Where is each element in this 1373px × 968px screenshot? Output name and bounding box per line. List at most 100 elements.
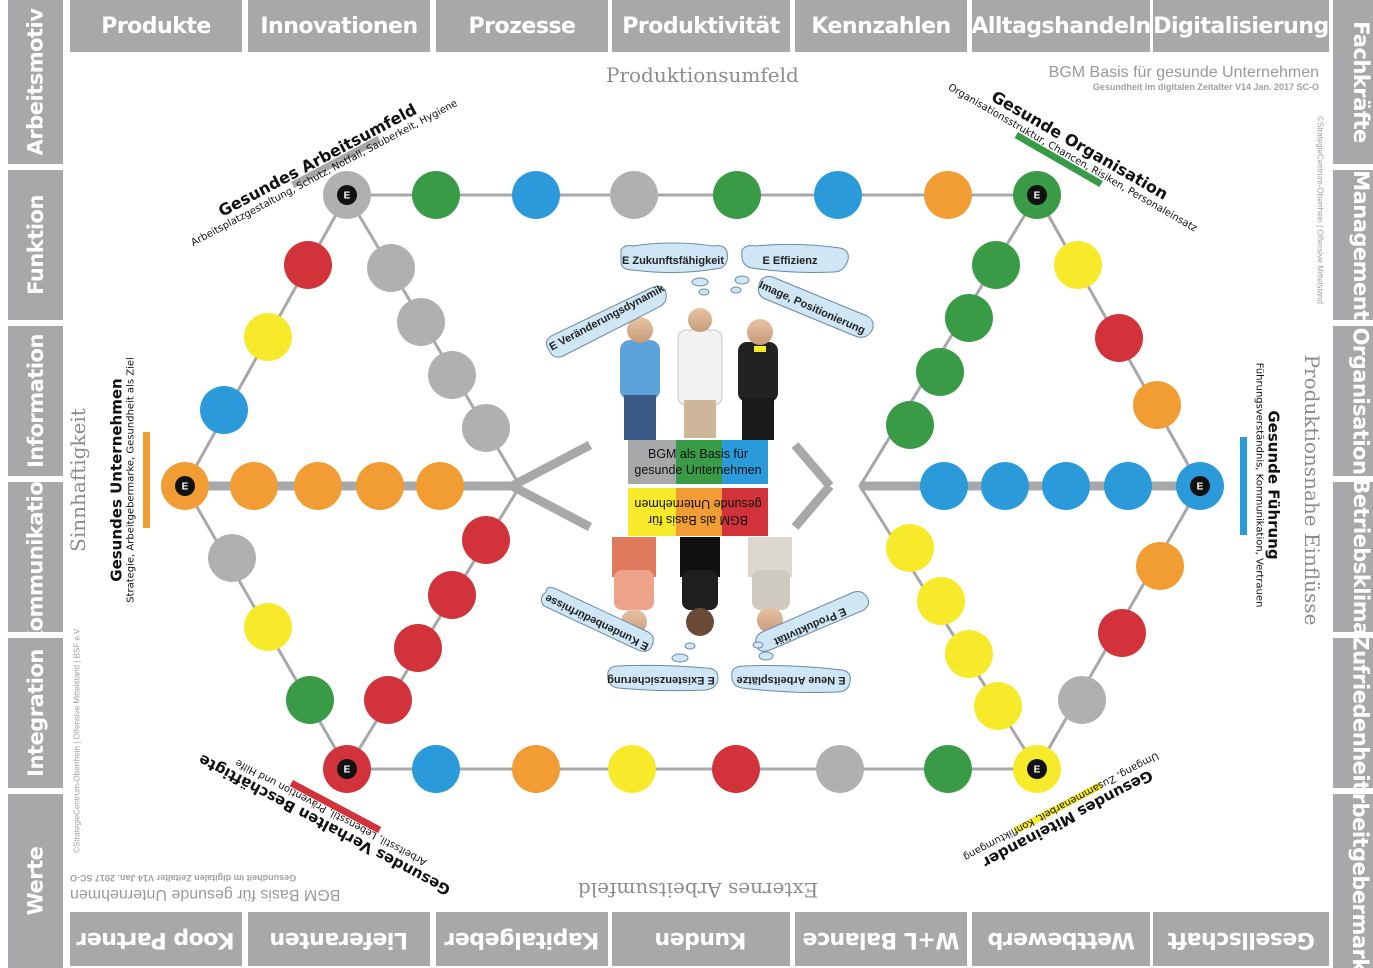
- people-top: [620, 308, 778, 440]
- board-node-orange: [294, 462, 342, 510]
- bubbles: [540, 242, 874, 693]
- left-tile-werte[interactable]: Werte: [8, 794, 63, 968]
- top-tile-prozesse[interactable]: Prozesse: [436, 0, 608, 52]
- board-node-green: [886, 401, 934, 449]
- e-node-label: E: [182, 482, 189, 493]
- title-main-mirrored: BGM Basis für gesunde Unternehmen: [70, 886, 341, 903]
- board-node-orange: [230, 462, 278, 510]
- heading-produktionsumfeld: Produktionsumfeld: [606, 63, 799, 87]
- board-node-yellow: [1054, 241, 1102, 289]
- bubble-effizienz: E Effizienz: [762, 255, 818, 267]
- board-node-green: [916, 348, 964, 396]
- title-sub-mirrored: Gesundheit im digitalen Zeitalter V14 Ja…: [70, 873, 297, 883]
- board-node-red: [1095, 314, 1143, 362]
- board-node-blue: [920, 462, 968, 510]
- title-main: BGM Basis für gesunde Unternehmen: [1048, 64, 1319, 81]
- board-node-yellow: [244, 313, 292, 361]
- board-node-gray: [428, 351, 476, 399]
- bottom-tile-kunden[interactable]: Kunden: [612, 912, 790, 966]
- board-node-green: [412, 171, 460, 219]
- e-node-core: [175, 476, 195, 496]
- bottom-tile-wl-balance[interactable]: W+L Balance: [795, 912, 967, 966]
- board-node-red: [712, 745, 760, 793]
- bottom-tile-kapitalgeber[interactable]: Kapitalgeber: [436, 912, 608, 966]
- top-tile-alltagshandeln[interactable]: Alltagshandeln: [972, 0, 1150, 52]
- center-box-line2-mirrored: gesunde Unternehmen: [634, 497, 762, 511]
- center-box-text: BGM als Basis für gesunde Unternehmen: [634, 446, 761, 478]
- board-node-yellow: [244, 603, 292, 651]
- bubble-tails: [671, 275, 774, 663]
- board-node-red: [1098, 609, 1146, 657]
- title-sub: Gesundheit im digitalen Zeitalter V14 Ja…: [1092, 82, 1319, 92]
- center-box: [628, 440, 768, 536]
- field-fuehrung-sub: Führungsverständnis, Kommunikation, Vert…: [1253, 362, 1265, 608]
- bubble-arbeitsplaetze: E Neue Arbeitsplätze: [736, 674, 846, 686]
- field-fuehrung: Gesunde Führung Führungsverständnis, Kom…: [1254, 363, 1283, 608]
- bottom-tile-wettbewerb[interactable]: Wettbewerb: [972, 912, 1150, 966]
- board-node-orange: [356, 462, 404, 510]
- board-node-yellow: [945, 630, 993, 678]
- board-node-red: [284, 241, 332, 289]
- bar-organisation: [1014, 132, 1103, 188]
- board-node-blue: [814, 171, 862, 219]
- heading-externes-arbeitsumfeld: Externes Arbeitsumfeld: [578, 878, 819, 902]
- bar-unternehmen: [143, 432, 150, 528]
- right-tile-management[interactable]: Management: [1333, 170, 1373, 320]
- top-tile-produkte[interactable]: Produkte: [70, 0, 242, 52]
- board-node-blue: [412, 745, 460, 793]
- board-node-orange: [924, 171, 972, 219]
- board-node-gray: [816, 745, 864, 793]
- board-node-gray: [397, 298, 445, 346]
- board-node-orange: [1136, 542, 1184, 590]
- bottom-tile-koop-partner[interactable]: Koop Partner: [70, 912, 242, 966]
- field-unternehmen: Gesundes Unternehmen Strategie, Arbeitge…: [108, 357, 137, 603]
- e-node-core: [1027, 759, 1047, 779]
- e-node-core: [1027, 185, 1047, 205]
- right-tile-zufriedenheit[interactable]: Zufriedenheit: [1333, 638, 1373, 788]
- e-node-label: E: [344, 765, 351, 776]
- bottom-tile-gesellschaft[interactable]: Gesellschaft: [1153, 912, 1329, 966]
- top-tile-innovationen[interactable]: Innovationen: [248, 0, 430, 52]
- e-node-label: E: [1034, 765, 1041, 776]
- right-tile-betriebsklima[interactable]: Betriebsklima: [1333, 482, 1373, 632]
- left-tile-kommunikation[interactable]: Kommunikation: [8, 482, 63, 632]
- copyright-left: ©StrategieCentrum-Oberrhein | Offensive …: [72, 627, 82, 853]
- bar-fuehrung: [1240, 437, 1247, 535]
- center-box-text-mirrored: BGM als Basis für gesunde Unternehmen: [634, 496, 761, 528]
- board-node-green: [713, 171, 761, 219]
- e-node-label: E: [344, 191, 351, 202]
- board-node-blue: [200, 386, 248, 434]
- board-node-blue: [512, 171, 560, 219]
- top-tile-kennzahlen[interactable]: Kennzahlen: [795, 0, 967, 52]
- board-node-red: [428, 571, 476, 619]
- board-node-orange: [1133, 381, 1181, 429]
- left-tile-information[interactable]: Information: [8, 326, 63, 476]
- left-tile-arbeitsmotiv[interactable]: Arbeitsmotiv: [8, 0, 63, 164]
- board-node-gray: [208, 534, 256, 582]
- left-tile-integration[interactable]: Integration: [8, 638, 63, 788]
- board-node-green: [945, 294, 993, 342]
- bar-arbeitsumfeld: [291, 135, 381, 189]
- people-bottom: [612, 537, 792, 636]
- board-node-yellow: [974, 682, 1022, 730]
- right-tile-organisation[interactable]: Organisation: [1333, 326, 1373, 476]
- bubble-existenz: E Existenzsicherung: [607, 674, 715, 686]
- board-node-yellow: [608, 745, 656, 793]
- bar-verhalten: [289, 780, 382, 834]
- top-tile-digitalisierung[interactable]: Digitalisierung: [1153, 0, 1329, 52]
- e-node-core: [1190, 476, 1210, 496]
- bubble-zukunft: E Zukunftsfähigkeit: [621, 255, 725, 267]
- field-unternehmen-sub: Strategie, Arbeitgebermarke, Gesundheit …: [125, 357, 137, 603]
- e-node-core: [337, 185, 357, 205]
- heading-sinnhaftigkeit: Sinnhaftigkeit: [66, 408, 90, 552]
- bottom-tile-lieferanten[interactable]: Lieferanten: [248, 912, 430, 966]
- top-tile-produktivitaet[interactable]: Produktivität: [612, 0, 790, 52]
- board-node-green: [972, 241, 1020, 289]
- left-tile-funktion[interactable]: Funktion: [8, 170, 63, 320]
- board-node-blue: [981, 462, 1029, 510]
- right-tile-fachkraefte[interactable]: Fachkräfte: [1333, 0, 1373, 164]
- right-tile-arbeitgebermarke[interactable]: Arbeitgebermarke: [1333, 794, 1373, 968]
- board-node-gray: [367, 244, 415, 292]
- board-node-green: [924, 745, 972, 793]
